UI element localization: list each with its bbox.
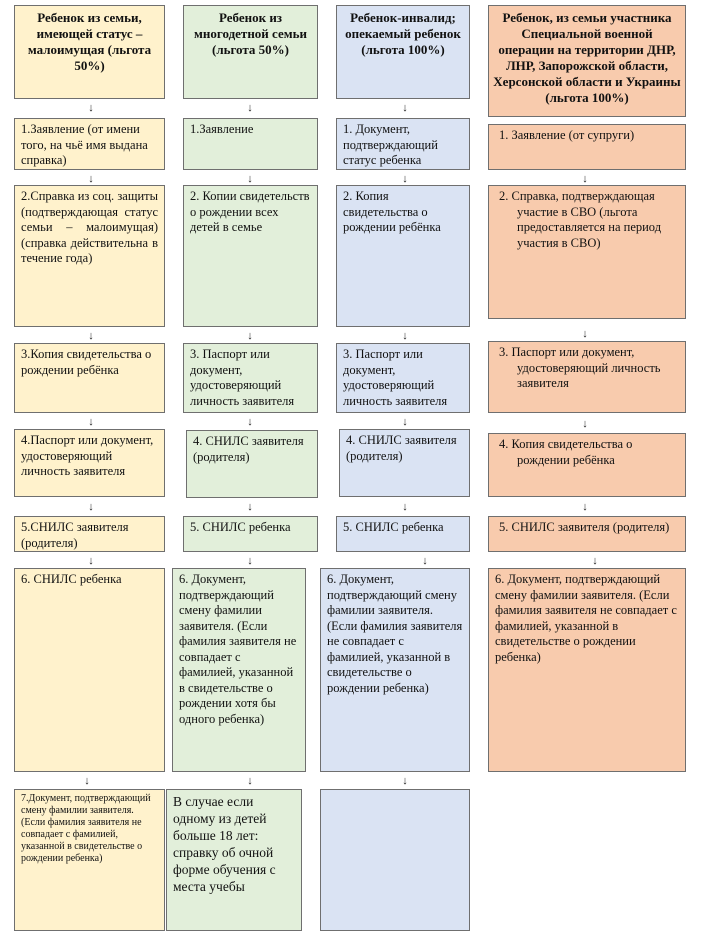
arrow-down-icon: ↓ — [402, 102, 408, 114]
col1-step4: 4.Паспорт или документ, удостоверяющий л… — [14, 429, 165, 497]
arrow-down-icon: ↓ — [247, 775, 253, 787]
col3-empty-box — [320, 789, 470, 931]
col1-header-text: Ребенок из семьи, имеющей статус – малои… — [27, 10, 152, 73]
arrow-down-icon: ↓ — [247, 555, 253, 567]
col1-step2: 2.Справка из соц. защиты (подтверждающая… — [14, 185, 165, 327]
col4-step2: 2. Справка, подтверждающая участие в СВО… — [488, 185, 686, 319]
col3-step1: 1. Документ, подтверждающий статус ребен… — [336, 118, 470, 170]
col1-step7: 7.Документ, подтверждающий смену фамилии… — [14, 789, 165, 931]
col2-step6: 6. Документ, подтверждающий смену фамили… — [172, 568, 306, 772]
col2-step3: 3. Паспорт или документ, удостоверяющий … — [183, 343, 318, 413]
col1-step2-text: 2.Справка из соц. защиты (подтверждающая… — [21, 189, 158, 265]
arrow-down-icon: ↓ — [247, 102, 253, 114]
col2-step2-text: 2. Копии свидетельств о рождении всех де… — [190, 189, 310, 234]
col2-step1-text: 1.Заявление — [190, 122, 254, 136]
col2-step1: 1.Заявление — [183, 118, 318, 170]
arrow-down-icon: ↓ — [402, 775, 408, 787]
col3-step5-text: 5. СНИЛС ребенка — [343, 520, 444, 534]
col3-header-text: Ребенок-инвалид; опекаемый ребенок (льго… — [345, 10, 461, 57]
arrow-down-icon: ↓ — [88, 416, 94, 428]
col3-step1-text: 1. Документ, подтверждающий статус ребен… — [343, 122, 438, 167]
col4-step3-text: 3. Паспорт или документ, удостоверяющий … — [499, 345, 661, 390]
col2-note-text: В случае если одному из детей больше 18 … — [173, 794, 276, 894]
col1-step4-text: 4.Паспорт или документ, удостоверяющий л… — [21, 433, 154, 478]
arrow-down-icon: ↓ — [582, 501, 588, 513]
arrow-down-icon: ↓ — [88, 555, 94, 567]
col3-step6-text: 6. Документ, подтверждающий смену фамили… — [327, 572, 463, 695]
col1-step6: 6. СНИЛС ребенка — [14, 568, 165, 772]
col2-step5: 5. СНИЛС ребенка — [183, 516, 318, 552]
arrow-down-icon: ↓ — [402, 330, 408, 342]
col2-step4-text: 4. СНИЛС заявителя (родителя) — [193, 434, 304, 464]
col1-step6-text: 6. СНИЛС ребенка — [21, 572, 122, 586]
col4-step6-text: 6. Документ, подтверждающий смену фамили… — [495, 572, 677, 664]
col4-step1: 1. Заявление (от супруги) — [488, 124, 686, 170]
col4-step4: 4. Копия свидетельства о рождении ребёнк… — [488, 433, 686, 497]
arrow-down-icon: ↓ — [88, 173, 94, 185]
col3-step6: 6. Документ, подтверждающий смену фамили… — [320, 568, 470, 772]
col4-step5-text: 5. СНИЛС заявителя (родителя) — [499, 520, 670, 534]
col3-step2-text: 2. Копия свидетельства о рождении ребёнк… — [343, 189, 441, 234]
arrow-down-icon: ↓ — [422, 555, 428, 567]
col3-header: Ребенок-инвалид; опекаемый ребенок (льго… — [336, 5, 470, 99]
col4-step2-text: 2. Справка, подтверждающая участие в СВО… — [499, 189, 662, 250]
arrow-down-icon: ↓ — [247, 416, 253, 428]
col3-step3-text: 3. Паспорт или документ, удостоверяющий … — [343, 347, 448, 408]
arrow-down-icon: ↓ — [582, 328, 588, 340]
col4-step3: 3. Паспорт или документ, удостоверяющий … — [488, 341, 686, 413]
col1-step1-text: 1.Заявление (от имени того, на чьё имя в… — [21, 122, 148, 167]
col4-step6: 6. Документ, подтверждающий смену фамили… — [488, 568, 686, 772]
arrow-down-icon: ↓ — [582, 418, 588, 430]
col4-step5: 5. СНИЛС заявителя (родителя) — [488, 516, 686, 552]
arrow-down-icon: ↓ — [88, 501, 94, 513]
col3-step2: 2. Копия свидетельства о рождении ребёнк… — [336, 185, 470, 327]
arrow-down-icon: ↓ — [88, 102, 94, 114]
arrow-down-icon: ↓ — [592, 555, 598, 567]
col1-step5: 5.СНИЛС заявителя (родителя) — [14, 516, 165, 552]
col1-step5-text: 5.СНИЛС заявителя (родителя) — [21, 520, 129, 550]
arrow-down-icon: ↓ — [247, 501, 253, 513]
col3-step4-text: 4. СНИЛС заявителя (родителя) — [346, 433, 457, 463]
col3-step3: 3. Паспорт или документ, удостоверяющий … — [336, 343, 470, 413]
col2-step4: 4. СНИЛС заявителя (родителя) — [186, 430, 318, 498]
col2-step5-text: 5. СНИЛС ребенка — [190, 520, 291, 534]
col1-header: Ребенок из семьи, имеющей статус – малои… — [14, 5, 165, 99]
col1-step3: 3.Копия свидетельства о рождении ребёнка — [14, 343, 165, 413]
col2-header-text: Ребенок из многодетной семьи (льгота 50%… — [194, 10, 307, 57]
col3-step5: 5. СНИЛС ребенка — [336, 516, 470, 552]
col2-step6-text: 6. Документ, подтверждающий смену фамили… — [179, 572, 297, 726]
arrow-down-icon: ↓ — [402, 416, 408, 428]
arrow-down-icon: ↓ — [247, 330, 253, 342]
col4-header: Ребенок, из семьи участника Специальной … — [488, 5, 686, 117]
col2-step3-text: 3. Паспорт или документ, удостоверяющий … — [190, 347, 295, 408]
col4-header-text: Ребенок, из семьи участника Специальной … — [493, 10, 681, 105]
col1-step1: 1.Заявление (от имени того, на чьё имя в… — [14, 118, 165, 170]
col1-step7-text: 7.Документ, подтверждающий смену фамилии… — [21, 793, 151, 864]
arrow-down-icon: ↓ — [84, 775, 90, 787]
col3-step4: 4. СНИЛС заявителя (родителя) — [339, 429, 470, 497]
col2-note-adult-child: В случае если одному из детей больше 18 … — [166, 789, 302, 931]
col2-header: Ребенок из многодетной семьи (льгота 50%… — [183, 5, 318, 99]
col1-step3-text: 3.Копия свидетельства о рождении ребёнка — [21, 347, 152, 377]
col4-step1-text: 1. Заявление (от супруги) — [499, 128, 635, 142]
arrow-down-icon: ↓ — [402, 501, 408, 513]
col2-step2: 2. Копии свидетельств о рождении всех де… — [183, 185, 318, 327]
arrow-down-icon: ↓ — [88, 330, 94, 342]
col4-step4-text: 4. Копия свидетельства о рождении ребёнк… — [499, 437, 633, 467]
arrow-down-icon: ↓ — [247, 173, 253, 185]
arrow-down-icon: ↓ — [582, 173, 588, 185]
arrow-down-icon: ↓ — [402, 173, 408, 185]
